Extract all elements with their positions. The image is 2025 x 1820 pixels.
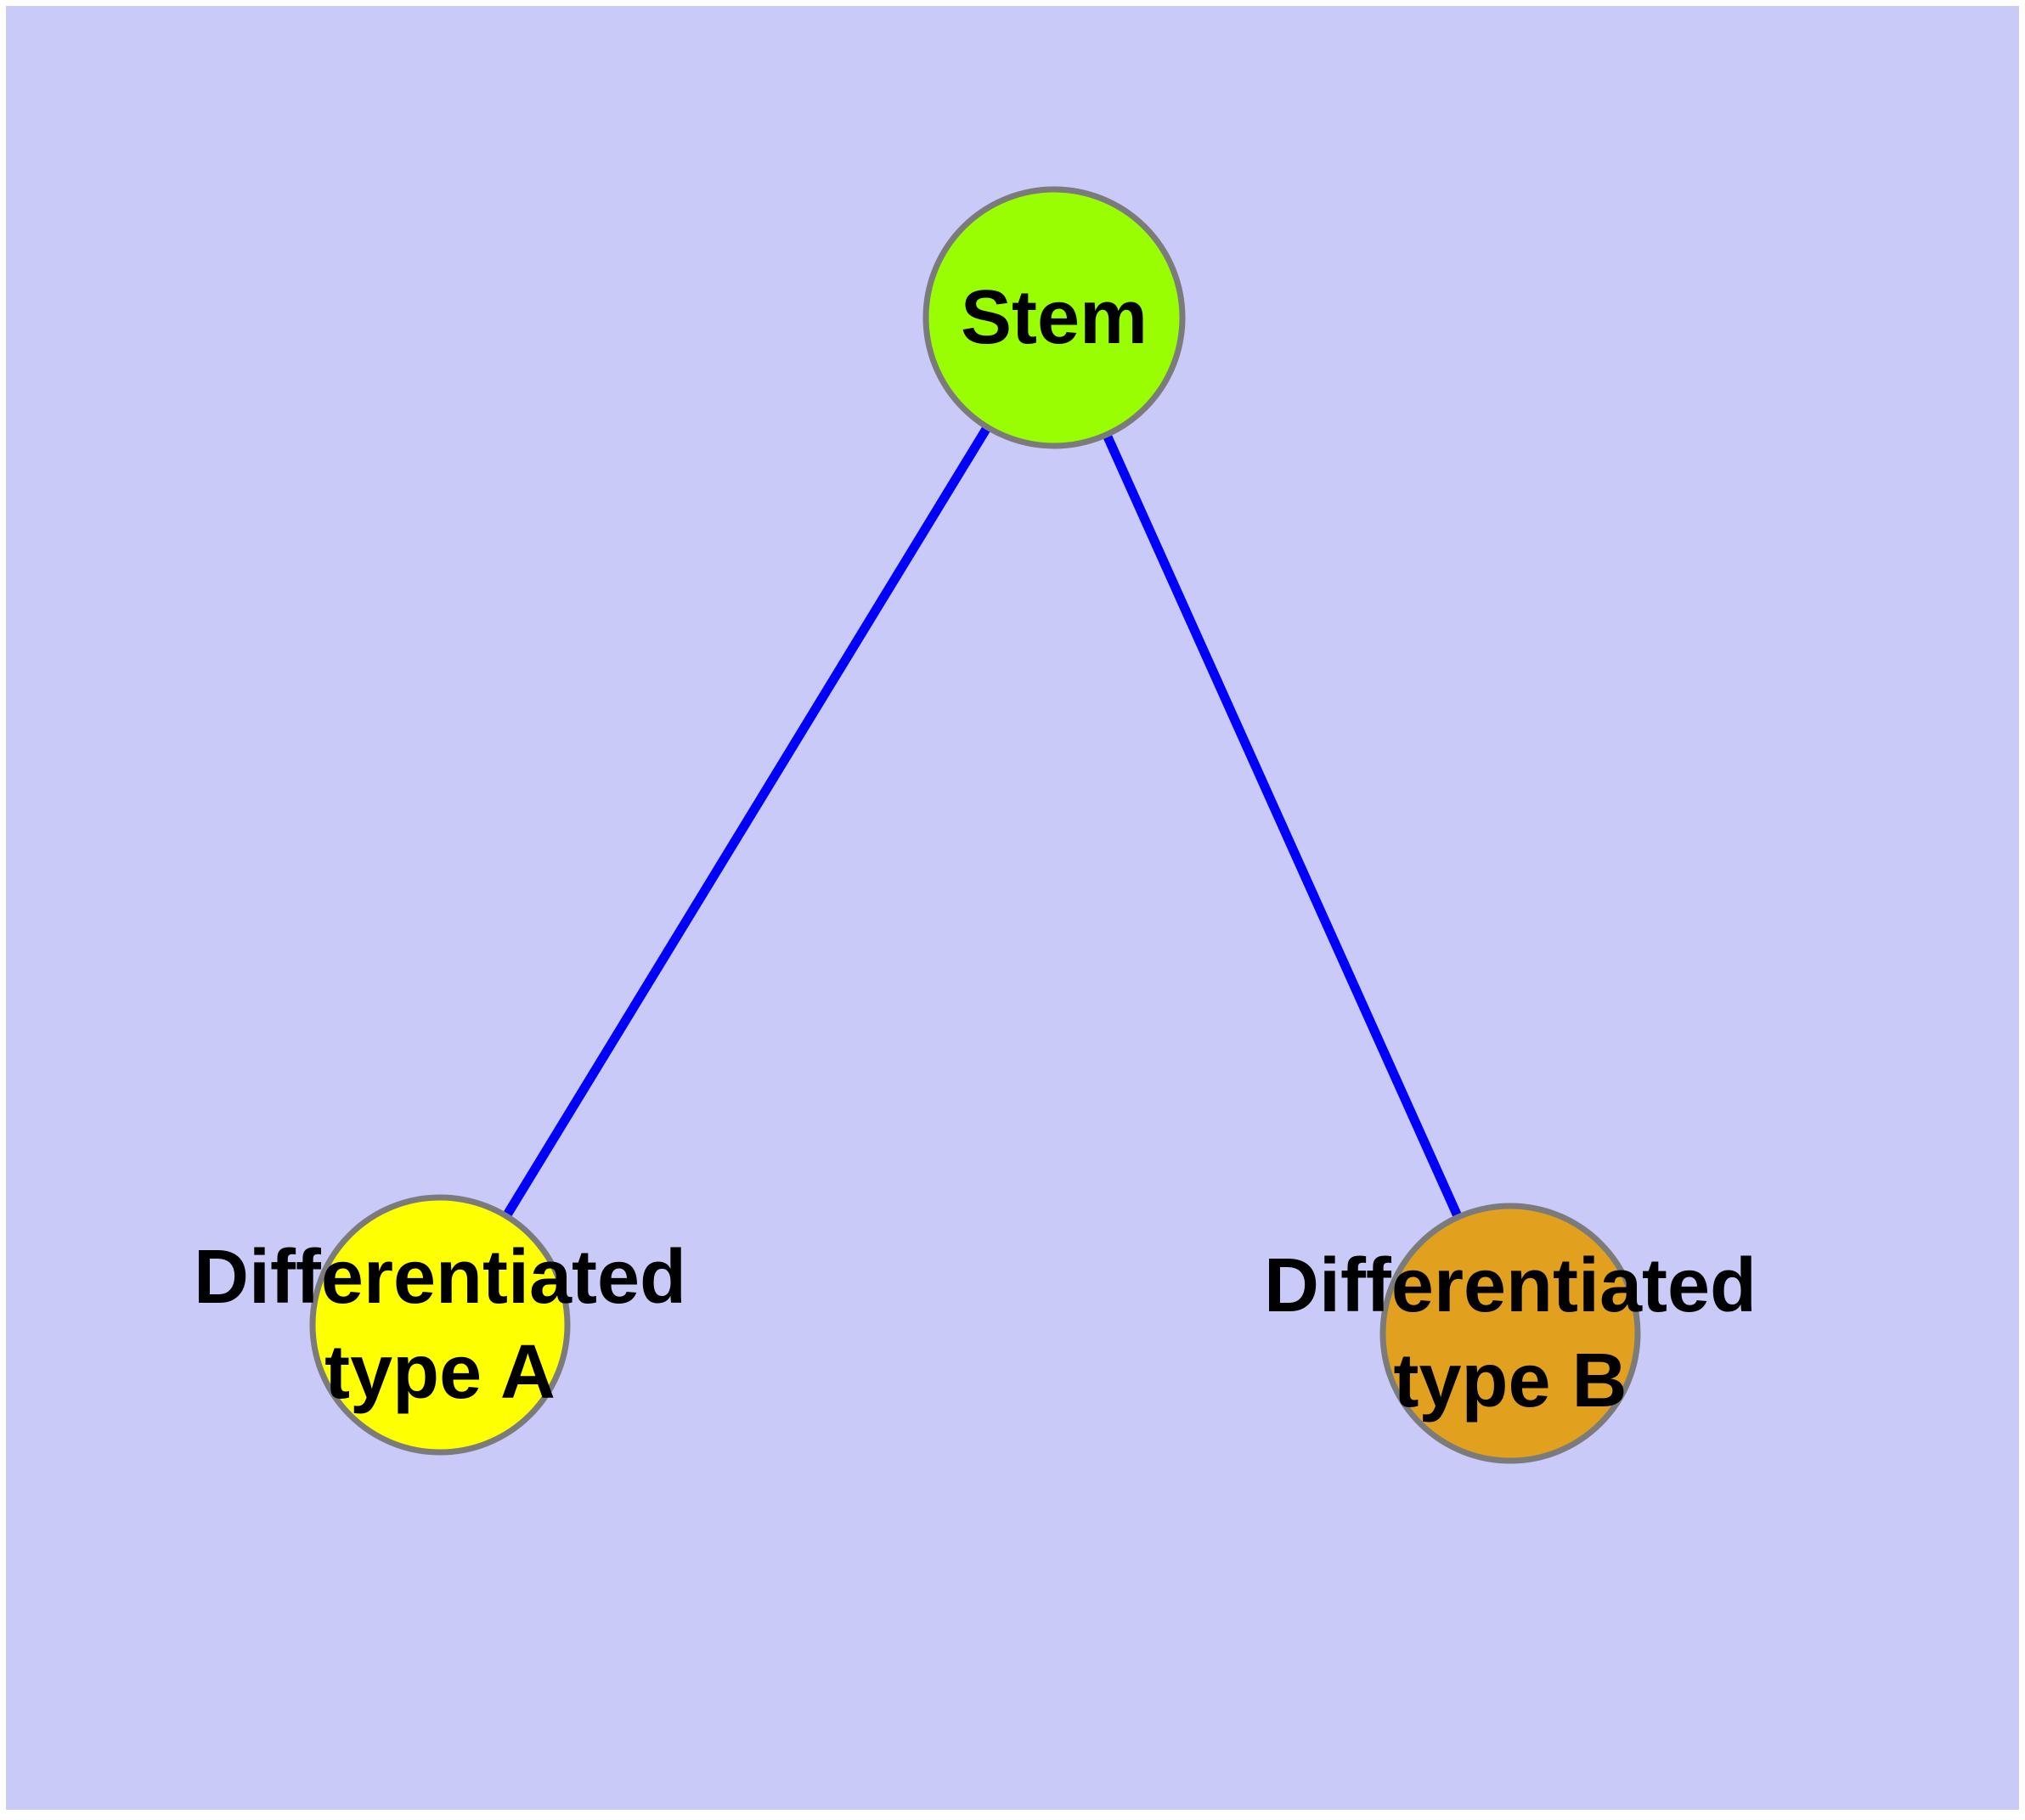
node-label-differentiated-type-b-line-2: type B [1393, 1338, 1627, 1423]
node-label-differentiated-type-a-line-2: type A [324, 1330, 556, 1415]
node-stem [922, 186, 1186, 449]
node-differentiated-type-b [1379, 1203, 1641, 1464]
edge-stem-to-differentiated-type-b [1049, 315, 1515, 1336]
node-label-differentiated-type-b-line-1: Differentiated [1264, 1243, 1757, 1328]
node-differentiated-type-a [309, 1194, 571, 1456]
edge-stem-to-differentiated-type-a [436, 315, 1058, 1327]
node-label-stem-line-1: Stem [961, 275, 1148, 360]
node-label-differentiated-type-a-line-1: Differentiated [194, 1235, 686, 1320]
